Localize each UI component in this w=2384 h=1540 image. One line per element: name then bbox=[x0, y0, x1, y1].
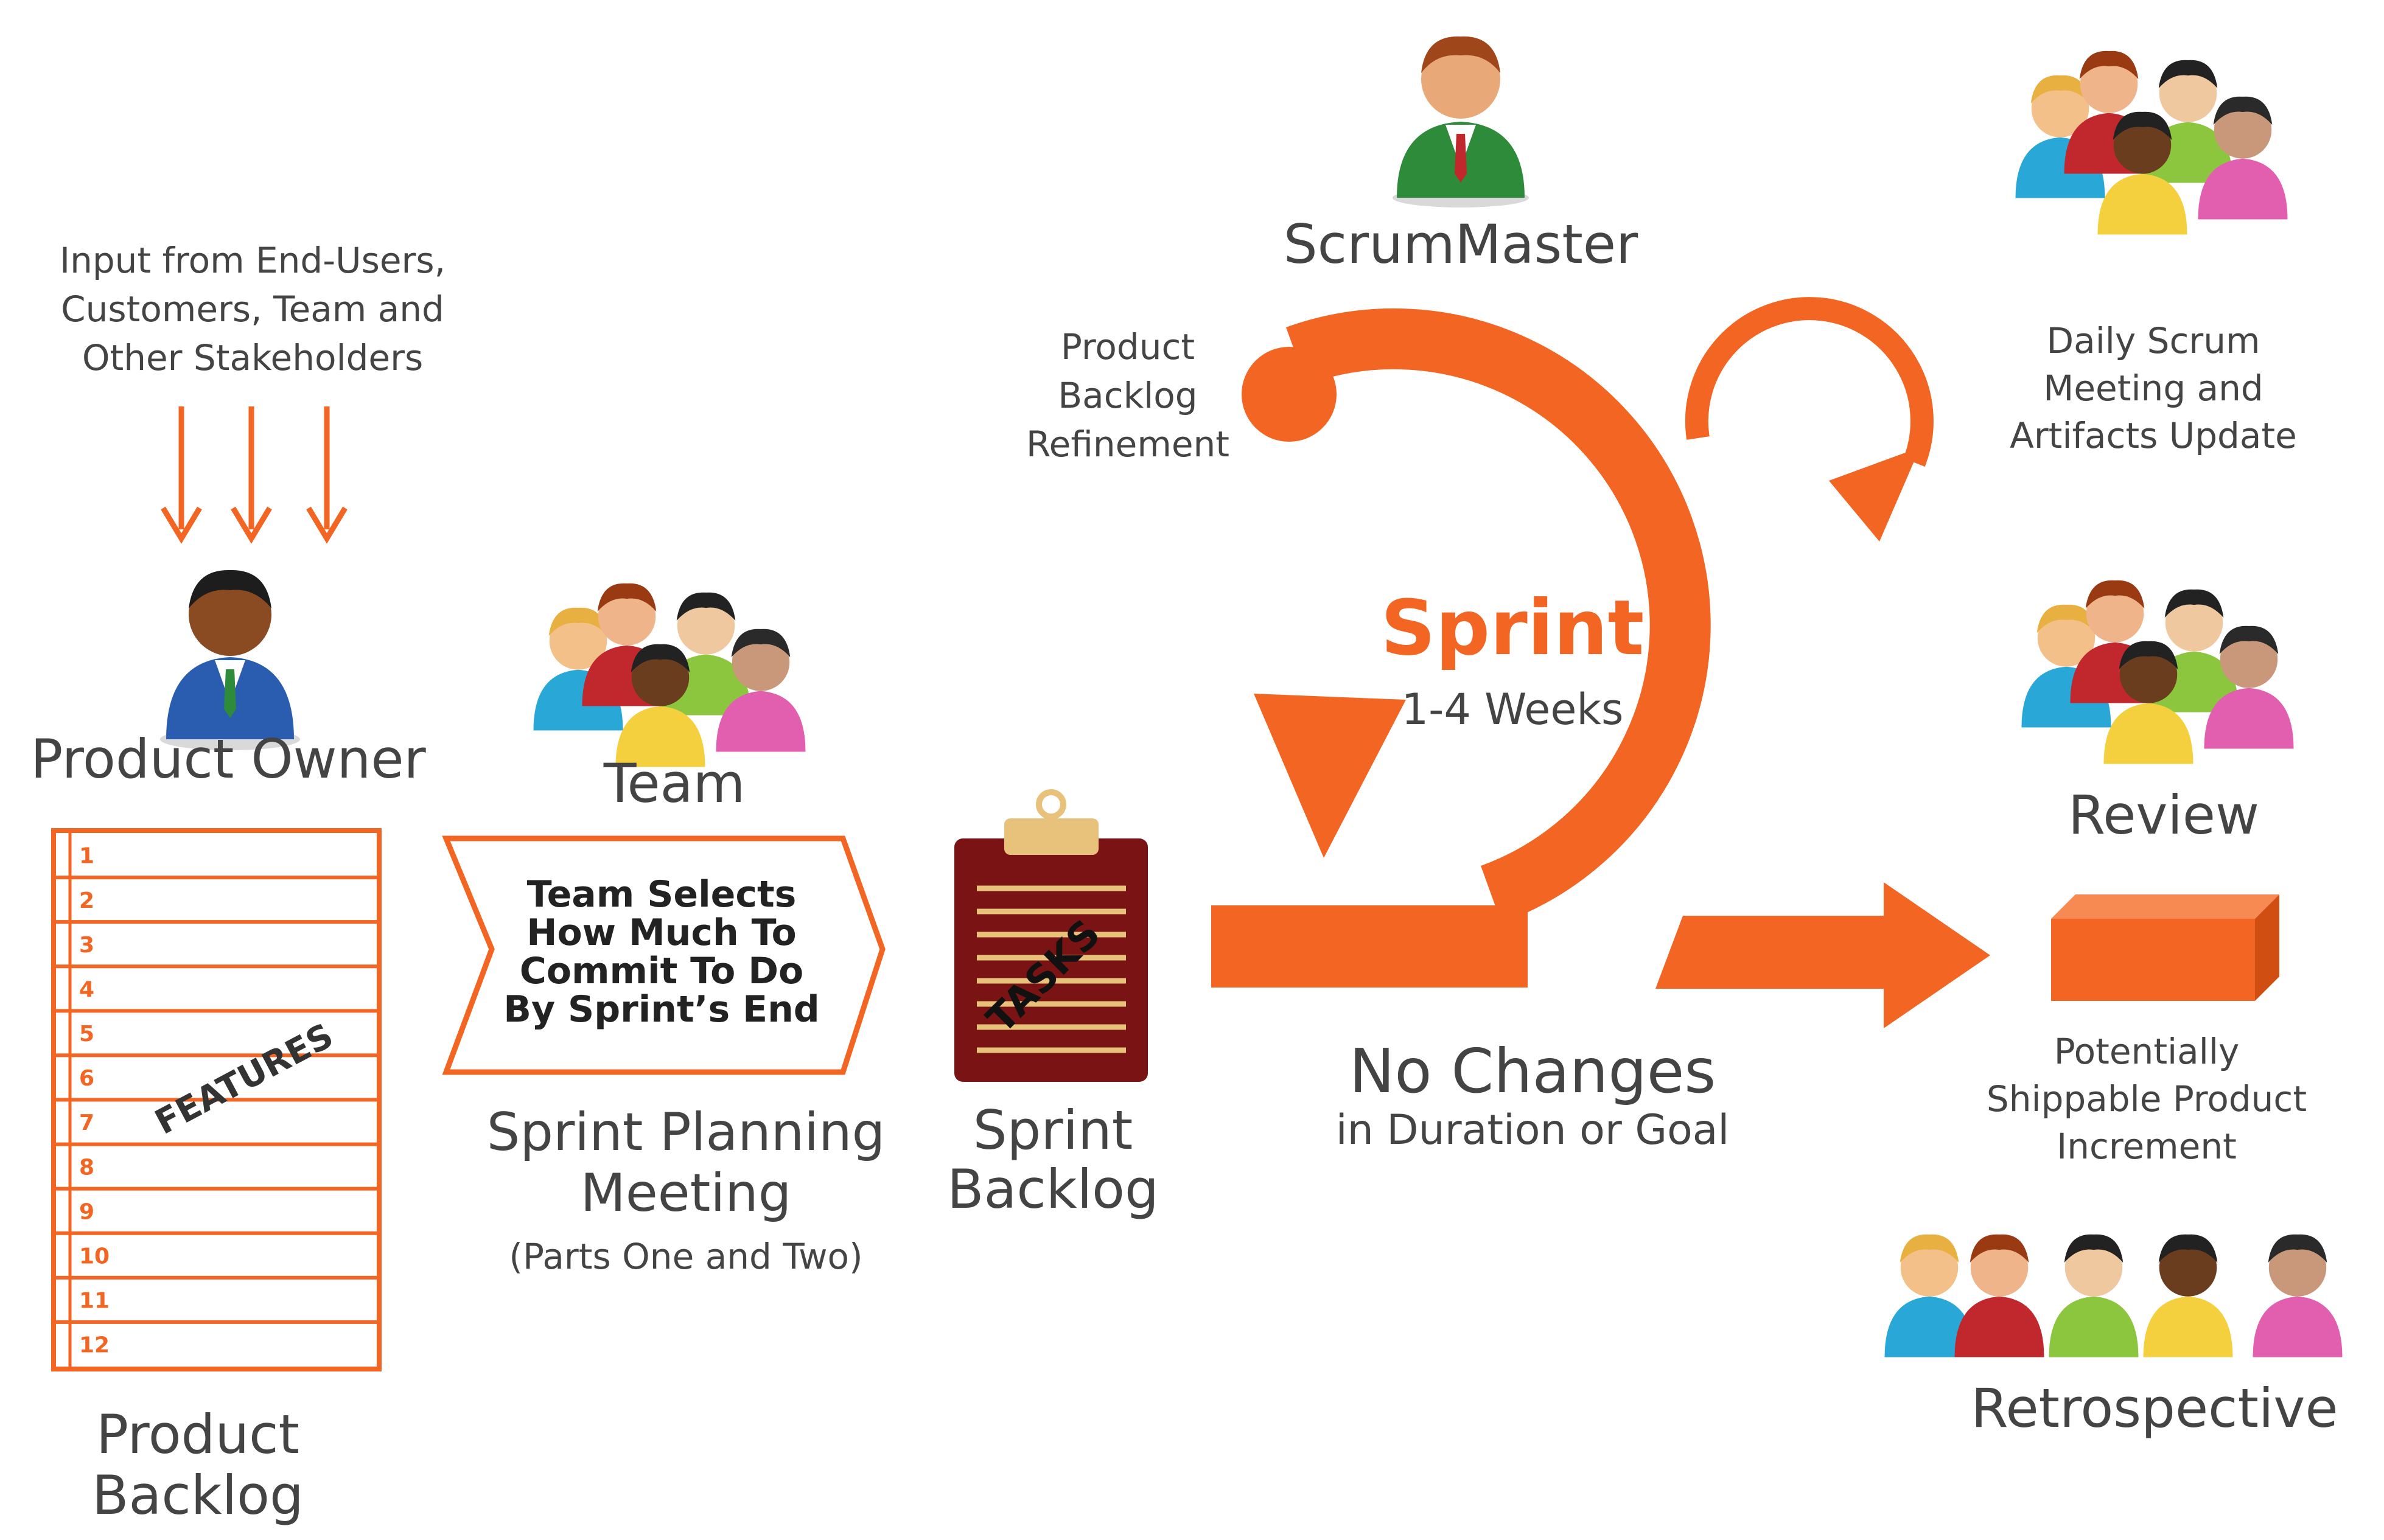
no-changes-title: No Changes bbox=[1349, 1036, 1716, 1107]
backlog-row-number: 5 bbox=[79, 1022, 94, 1047]
input-note: Input from End-Users, Customers, Team an… bbox=[60, 240, 446, 378]
sprint-backlog-label-1: Sprint bbox=[973, 1099, 1133, 1162]
increment-line-2: Shippable Product bbox=[1987, 1078, 2307, 1120]
team-label: Team bbox=[603, 752, 746, 815]
planning-line-3: Commit To Do bbox=[520, 950, 804, 992]
box-icon bbox=[2051, 894, 2279, 1001]
person-icon bbox=[2253, 1234, 2343, 1357]
planning-label-1: Sprint Planning bbox=[487, 1102, 885, 1163]
person-green-suit-icon bbox=[1393, 36, 1529, 207]
person-icon bbox=[615, 644, 705, 767]
backlog-row-number: 1 bbox=[79, 844, 94, 869]
daily-line-1: Daily Scrum bbox=[2046, 320, 2260, 361]
person-icon bbox=[2198, 96, 2288, 220]
person-icon bbox=[2143, 1234, 2233, 1357]
backlog-row-number: 10 bbox=[79, 1244, 110, 1269]
output-arrow bbox=[1655, 882, 1990, 1028]
backlog-row-number: 8 bbox=[79, 1155, 94, 1180]
input-arrows bbox=[161, 406, 348, 544]
sprint-backlog-label-2: Backlog bbox=[947, 1158, 1159, 1221]
backlog-row-number: 11 bbox=[79, 1289, 110, 1314]
input-line-3: Other Stakeholders bbox=[82, 337, 423, 378]
person-icon bbox=[1954, 1234, 2044, 1357]
backlog-row-number: 12 bbox=[79, 1333, 110, 1358]
sprint-bar bbox=[1211, 905, 1528, 988]
input-line-2: Customers, Team and bbox=[61, 288, 444, 330]
planning-sub: (Parts One and Two) bbox=[509, 1236, 862, 1277]
person-icon bbox=[716, 629, 806, 752]
sprint-arc bbox=[1286, 308, 1711, 923]
refinement-dot bbox=[1242, 347, 1337, 442]
planning-line-1: Team Selects bbox=[527, 873, 797, 916]
planning-line-2: How Much To bbox=[526, 911, 797, 954]
person-icon bbox=[1884, 1234, 1974, 1357]
planning-chevron bbox=[442, 835, 886, 1075]
product-backlog-label-1: Product bbox=[96, 1403, 299, 1466]
person-blue-suit-icon bbox=[160, 570, 300, 750]
product-owner-label: Product Owner bbox=[30, 728, 426, 790]
increment-line-3: Increment bbox=[2057, 1126, 2237, 1167]
input-arrowhead-2 bbox=[231, 506, 272, 544]
backlog-row-number: 4 bbox=[79, 977, 94, 1002]
person-icon bbox=[2049, 1234, 2139, 1357]
team-group-icon bbox=[533, 583, 806, 767]
input-line-1: Input from End-Users, bbox=[60, 240, 446, 281]
sprint-cycle bbox=[1211, 297, 1990, 1028]
sprint-duration: 1-4 Weeks bbox=[1402, 685, 1624, 734]
no-changes-sub: in Duration or Goal bbox=[1336, 1106, 1730, 1154]
daily-loop bbox=[1685, 297, 1934, 467]
person-icon bbox=[2204, 625, 2294, 749]
backlog-row-number: 6 bbox=[79, 1066, 94, 1091]
backlog-row-number: 9 bbox=[79, 1199, 94, 1224]
sprint-title: Sprint bbox=[1381, 584, 1645, 672]
planning-label-2: Meeting bbox=[581, 1163, 792, 1224]
backlog-row-number: 7 bbox=[79, 1110, 94, 1135]
planning-line-4: By Sprint’s End bbox=[503, 988, 820, 1031]
retrospective-label: Retrospective bbox=[1971, 1377, 2338, 1440]
backlog-row-number: 2 bbox=[79, 888, 94, 913]
review-team-icon bbox=[2021, 580, 2294, 764]
increment-line-1: Potentially bbox=[2054, 1031, 2240, 1072]
person-icon bbox=[2097, 111, 2187, 235]
input-arrowhead-1 bbox=[161, 506, 202, 544]
daily-team-icon bbox=[2015, 51, 2288, 235]
refinement-line-3: Refinement bbox=[1026, 423, 1229, 465]
input-arrowhead-3 bbox=[306, 506, 348, 544]
daily-line-2: Meeting and bbox=[2043, 368, 2263, 409]
team-row-icon bbox=[1884, 1234, 2343, 1357]
daily-loop-arrowhead bbox=[1829, 447, 1920, 542]
refinement-line-1: Product bbox=[1061, 326, 1195, 368]
sprint-arrowhead bbox=[1254, 694, 1406, 858]
clipboard-icon: TASKS bbox=[954, 789, 1148, 1082]
product-backlog-label-2: Backlog bbox=[92, 1464, 304, 1527]
backlog-row-number: 3 bbox=[79, 933, 94, 958]
scrum-master-label: ScrumMaster bbox=[1284, 213, 1638, 276]
person-icon bbox=[2103, 641, 2193, 764]
review-label: Review bbox=[2068, 784, 2259, 846]
refinement-line-2: Backlog bbox=[1058, 375, 1197, 416]
daily-line-3: Artifacts Update bbox=[2010, 415, 2297, 456]
